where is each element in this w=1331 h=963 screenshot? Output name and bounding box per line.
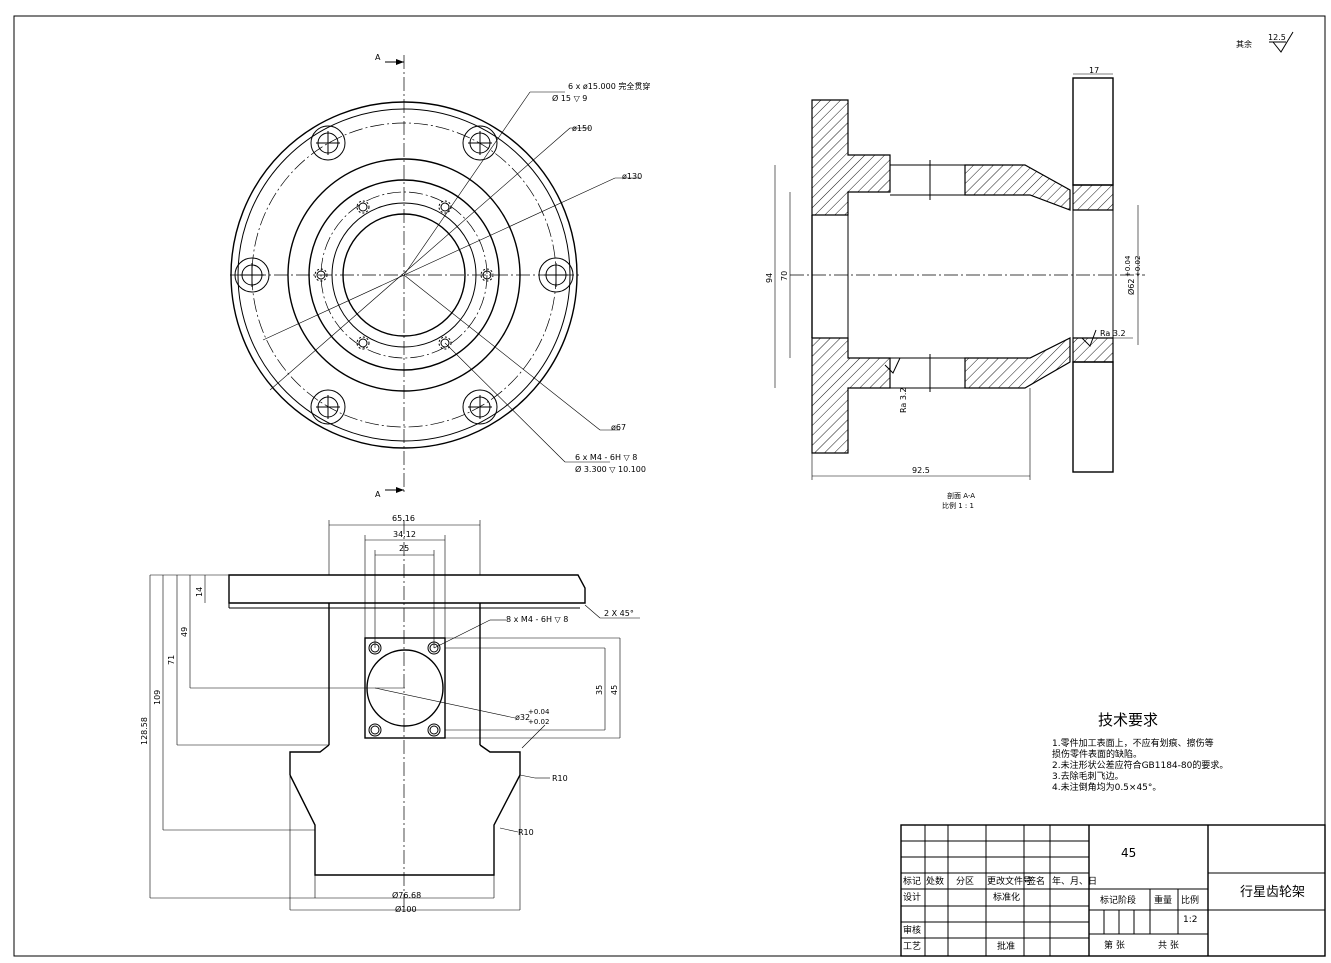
- thread-callout-line2: Ø 3.300 ▽ 10.100: [575, 464, 646, 474]
- h-sign: 签名: [1027, 875, 1045, 887]
- front-view: 65.16 34.12 25 128.58 109 71 49 14 35 45: [140, 514, 640, 914]
- r-review: 审核: [903, 924, 921, 936]
- dim-62-tol-upper: +0.04: [1124, 255, 1132, 277]
- scale-value: 1:2: [1183, 915, 1197, 925]
- dim-70: 70: [780, 271, 789, 281]
- ra-left: Ra 3.2: [899, 387, 908, 413]
- tech-req-item-1: 1.零件加工表面上，不应有划痕、擦伤等: [1052, 737, 1214, 749]
- dia-150-label: ø150: [572, 124, 592, 133]
- part-name: 行星齿轮架: [1240, 885, 1305, 900]
- dim-25: 25: [399, 544, 409, 553]
- sheet-border: [13, 15, 1326, 957]
- dia-67-label: ø67: [611, 423, 626, 432]
- h-mark: 标记: [903, 875, 921, 887]
- material: 45: [1121, 846, 1136, 860]
- dim-94: 94: [765, 273, 774, 283]
- thread-callout-line1: 6 x M4 - 6H ▽ 8: [575, 453, 637, 462]
- section-title: 剖面 A-A: [947, 491, 975, 500]
- h-change-doc: 更改文件号: [987, 875, 1032, 887]
- roughness-value: 12.5: [1268, 33, 1286, 42]
- h-count: 处数: [926, 875, 944, 887]
- dim-49: 49: [180, 627, 189, 637]
- tech-req-item-2: 损伤零件表面的缺陷。: [1052, 748, 1142, 760]
- dim-128-58: 128.58: [140, 717, 149, 745]
- section-view: 17 94 70 Ø62 +0.04 +0.02 Ra 3.2 Ra 3.2 9…: [765, 66, 1145, 510]
- dim-71: 71: [167, 655, 176, 665]
- section-mark-top: A: [375, 53, 381, 62]
- roughness-note: 其余 12.5: [1236, 31, 1294, 53]
- dim-62-tol-lower: +0.02: [1134, 256, 1142, 277]
- mounting-holes: [234, 125, 574, 425]
- dim-45: 45: [610, 685, 619, 695]
- dim-65-16: 65.16: [392, 514, 415, 523]
- chamfer-callout: 2 X 45°: [604, 609, 634, 618]
- holes-callout-line2: Ø 15 ▽ 9: [552, 93, 587, 103]
- tech-req-item-3: 2.未注形状公差应符合GB1184-80的要求。: [1052, 759, 1228, 771]
- weight-label: 重量: [1154, 894, 1172, 906]
- stage-label: 标记阶段: [1100, 894, 1136, 906]
- r-standard: 标准化: [993, 891, 1020, 903]
- dia-32-label: ø32: [515, 713, 530, 722]
- dim-109: 109: [153, 690, 162, 705]
- dia-130-label: ø130: [622, 172, 642, 181]
- section-mark-bottom: A: [375, 490, 381, 499]
- r10-label-b: R10: [518, 828, 534, 837]
- tech-req-item-4: 3.去除毛刺飞边。: [1052, 770, 1124, 782]
- dim-92-5: 92.5: [912, 466, 930, 475]
- technical-requirements: 技术要求 1.零件加工表面上，不应有划痕、擦伤等 损伤零件表面的缺陷。 2.未注…: [1052, 711, 1228, 793]
- dia-76-68-label: Ø76.68: [392, 890, 421, 900]
- dim-17: 17: [1089, 66, 1099, 75]
- ra-right: Ra 3.2: [1100, 329, 1126, 338]
- dia-32-tol-lower: +0.02: [528, 718, 549, 726]
- dim-62: Ø62: [1126, 279, 1136, 295]
- r-design: 设计: [903, 891, 921, 903]
- r-process: 工艺: [903, 941, 921, 952]
- r10-label-a: R10: [552, 774, 568, 783]
- holes-callout-line1: 6 x ø15.000 完全贯穿: [568, 81, 650, 91]
- roughness-other-label: 其余: [1236, 39, 1252, 49]
- section-scale: 比例 1 : 1: [942, 501, 974, 510]
- dia-100-label: Ø100: [395, 904, 417, 914]
- title-block: 45 行星齿轮架 标记 处数 分区 更改文件号 签名 年、月、日 设计 标准化 …: [900, 824, 1326, 957]
- sheet-no: 第 张: [1104, 939, 1125, 951]
- scale-label: 比例: [1181, 894, 1199, 906]
- h-date: 年、月、日: [1052, 875, 1097, 887]
- h-zone: 分区: [956, 876, 974, 887]
- dim-14: 14: [195, 587, 204, 597]
- r-approve: 批准: [997, 940, 1015, 952]
- sheet-total: 共 张: [1158, 940, 1179, 951]
- tech-req-item-5: 4.未注倒角均为0.5×45°。: [1052, 781, 1161, 793]
- tech-req-title: 技术要求: [1098, 711, 1158, 729]
- dia-32-tol-upper: +0.04: [528, 708, 550, 716]
- top-view: 6 x ø15.000 完全贯穿 Ø 15 ▽ 9 ø150 ø130 ø67 …: [230, 53, 650, 499]
- dim-35: 35: [595, 685, 604, 695]
- dim-34-12: 34.12: [393, 530, 416, 539]
- thread-callout-front: 8 x M4 - 6H ▽ 8: [506, 615, 568, 624]
